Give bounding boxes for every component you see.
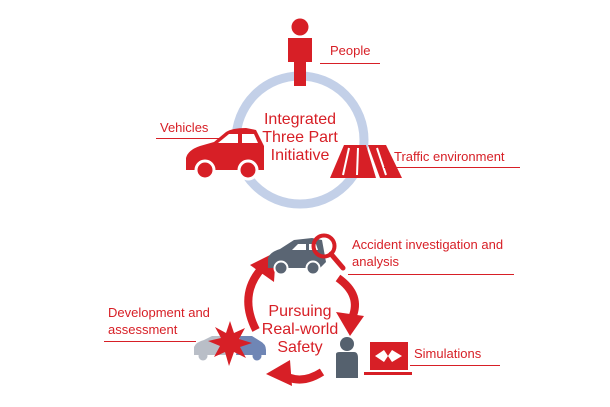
cycle-arrow-left bbox=[266, 360, 325, 386]
label-simulations: Simulations bbox=[414, 346, 482, 361]
label-accident-investigation: Accident investigation and analysis bbox=[352, 237, 504, 269]
center-title-top: Integrated Three Part Initiative bbox=[262, 111, 338, 164]
person-screen-icon bbox=[336, 337, 412, 378]
label-traffic-environment: Traffic environment bbox=[394, 149, 505, 164]
cycle-arrow-right bbox=[335, 274, 364, 336]
rule-accident-investigation bbox=[348, 274, 514, 275]
label-development-assessment: Development and assessment bbox=[108, 305, 210, 337]
car-icon bbox=[186, 128, 264, 181]
rule-people bbox=[320, 63, 380, 64]
road-icon bbox=[330, 145, 402, 178]
car-magnifier-icon bbox=[268, 233, 346, 276]
person-icon bbox=[288, 18, 312, 86]
crash-test-icon bbox=[194, 321, 266, 366]
rule-traffic-environment bbox=[384, 167, 520, 168]
center-title-bottom: Pursuing Real-world Safety bbox=[261, 303, 339, 356]
label-people: People bbox=[330, 43, 371, 58]
label-vehicles: Vehicles bbox=[160, 120, 209, 135]
rule-simulations bbox=[410, 365, 500, 366]
rule-development-assessment bbox=[104, 341, 196, 342]
rule-vehicles bbox=[156, 138, 220, 139]
